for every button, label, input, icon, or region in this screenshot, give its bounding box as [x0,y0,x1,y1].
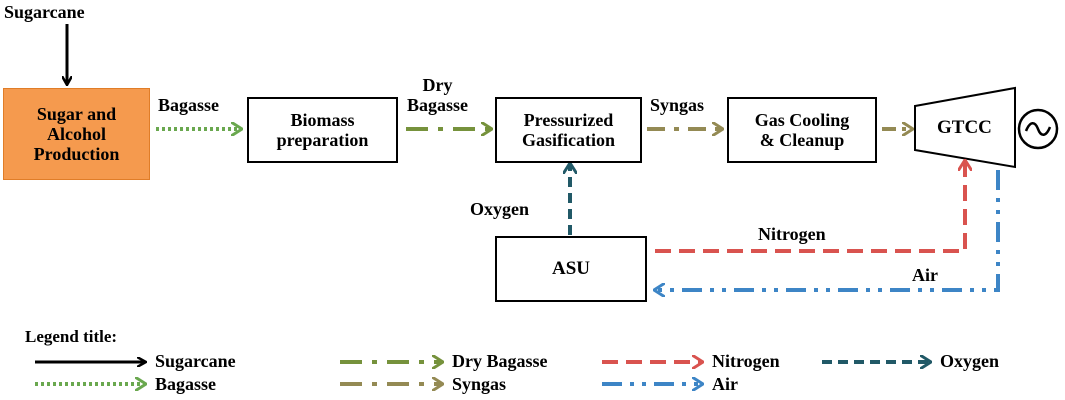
edge-label-dry-bagasse: Dry Bagasse [407,75,469,115]
generator-wave [1024,122,1052,136]
nitrogen-arrow [655,161,965,253]
node-gasification-label: Pressurized Gasification [522,109,615,150]
legend-label-bagasse: Bagasse [155,374,217,394]
node-sugar-alcohol-label: Sugar and Alcohol Production [33,103,120,165]
legend-label-air: Air [712,374,738,394]
node-gas-cooling-cleanup: Gas Cooling & Cleanup [727,97,877,163]
edge-label-oxygen: Oxygen [470,199,530,219]
node-asu-label: ASU [551,258,590,280]
node-asu: ASU [495,236,647,302]
node-biomass-label: Biomass preparation [276,109,369,150]
node-sugar-alcohol-production: Sugar and Alcohol Production [3,88,150,180]
legend-label-oxygen: Oxygen [940,351,1000,371]
node-gas-cooling-label: Gas Cooling & Cleanup [754,109,850,150]
edge-label-air: Air [912,265,938,285]
legend-title: Legend title: [25,327,118,346]
gtcc-turbine-shape [914,86,1016,169]
node-pressurized-gasification: Pressurized Gasification [495,97,642,163]
node-biomass-preparation: Biomass preparation [247,97,398,163]
legend-label-nitrogen: Nitrogen [712,351,780,371]
node-gtcc-label: GTCC [937,117,992,138]
edge-label-syngas: Syngas [650,95,705,115]
edge-label-nitrogen: Nitrogen [758,224,826,244]
air-arrow [655,170,1000,290]
legend-label-syngas: Syngas [452,374,507,394]
legend-label-dry-bagasse: Dry Bagasse [452,351,548,371]
legend-label-sugarcane: Sugarcane [155,351,236,371]
sugarcane-input-label: Sugarcane [4,2,85,22]
edge-label-bagasse: Bagasse [158,95,220,115]
